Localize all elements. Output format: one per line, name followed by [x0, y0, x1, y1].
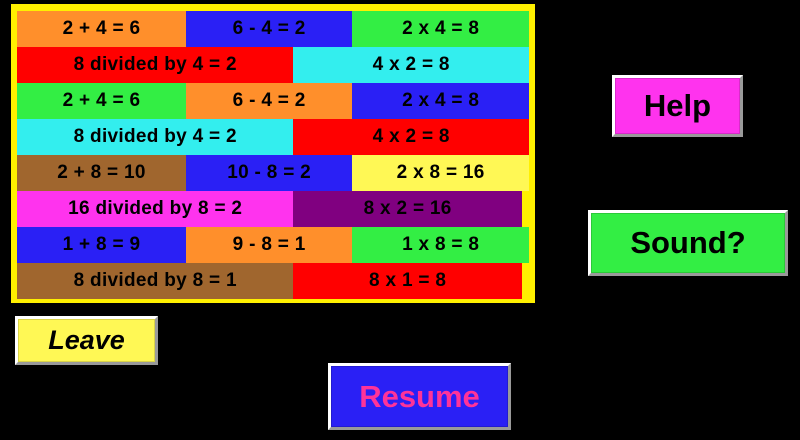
fact-cell[interactable]: 9 - 8 = 1 [185, 227, 353, 263]
fact-cell[interactable]: 2 x 4 = 8 [352, 11, 529, 47]
fact-cell[interactable]: 8 x 2 = 16 [293, 191, 522, 227]
fact-cell[interactable]: 4 x 2 = 8 [293, 47, 529, 83]
fact-cell[interactable]: 1 x 8 = 8 [352, 227, 529, 263]
fact-cell[interactable]: 8 divided by 8 = 1 [17, 263, 294, 299]
leave-button[interactable]: Leave [15, 316, 158, 365]
fact-cell[interactable]: 8 divided by 4 = 2 [17, 47, 294, 83]
fact-cell[interactable]: 2 x 8 = 16 [352, 155, 529, 191]
fact-cell[interactable]: 6 - 4 = 2 [185, 83, 353, 119]
resume-button-label: Resume [331, 366, 508, 427]
fact-cell[interactable]: 6 - 4 = 2 [185, 11, 353, 47]
fact-cell[interactable]: 10 - 8 = 2 [185, 155, 353, 191]
leave-button-label: Leave [18, 319, 155, 362]
sound-button[interactable]: Sound? [588, 210, 788, 276]
fact-cell[interactable]: 4 x 2 = 8 [293, 119, 529, 155]
help-button-label: Help [615, 78, 740, 134]
fact-cell[interactable]: 1 + 8 = 9 [17, 227, 186, 263]
fact-cell[interactable]: 2 x 4 = 8 [352, 83, 529, 119]
fact-cell[interactable]: 2 + 4 = 6 [17, 83, 186, 119]
fact-cell[interactable]: 8 divided by 4 = 2 [17, 119, 294, 155]
sound-button-label: Sound? [591, 213, 785, 273]
resume-button[interactable]: Resume [328, 363, 511, 430]
help-button[interactable]: Help [612, 75, 743, 137]
fact-cell[interactable]: 2 + 4 = 6 [17, 11, 186, 47]
fact-cell[interactable]: 2 + 8 = 10 [17, 155, 186, 191]
fact-cell[interactable]: 8 x 1 = 8 [293, 263, 522, 299]
fact-cell[interactable]: 16 divided by 8 = 2 [17, 191, 294, 227]
